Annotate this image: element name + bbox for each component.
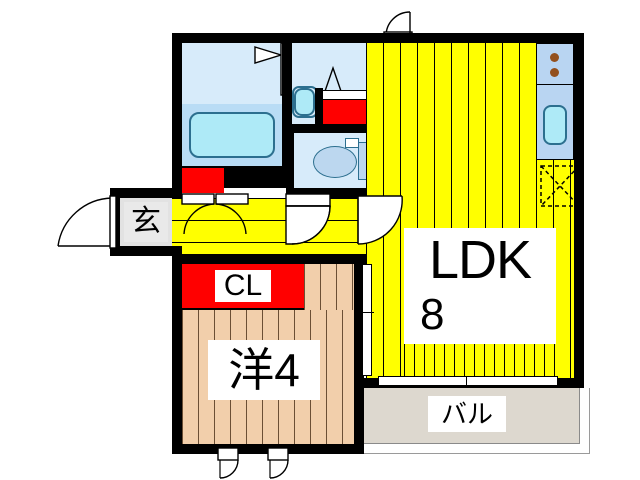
ldk-size-label: 8 — [420, 290, 445, 339]
room-label: 洋4 — [208, 340, 320, 400]
wall-left-upper — [172, 33, 182, 188]
ldk-balcony-sliding-door[interactable] — [378, 376, 558, 386]
room-floor-upper-right — [304, 264, 354, 310]
ldk-floor-lower-strip — [404, 344, 556, 376]
wall-room-left — [172, 254, 182, 454]
stove-burner-front — [550, 53, 559, 62]
toilet-lid — [345, 138, 359, 148]
corridor-floor — [172, 198, 366, 254]
wall-genkan-bottom — [110, 246, 182, 256]
wall-wc-left — [286, 133, 294, 188]
wall-bath-right — [282, 43, 292, 166]
stove-burner-back — [550, 68, 559, 77]
ldk-label-box: LDK 8 — [404, 228, 556, 344]
wall-genkan-top — [110, 188, 182, 198]
wc-door[interactable] — [285, 193, 338, 245]
ldk-balcony-door-mark — [466, 374, 467, 388]
wall-room-right — [354, 254, 364, 454]
genkan-label: 玄 — [124, 202, 168, 242]
balcony-label: バル — [428, 396, 506, 432]
wc-handbasin — [294, 88, 315, 116]
toilet-bowl — [313, 146, 357, 178]
room-window-left[interactable] — [217, 447, 252, 479]
bathtub — [189, 112, 275, 158]
wall-top-outer-2 — [172, 33, 584, 43]
wall-vanity-bottom — [292, 124, 392, 133]
ldk-label: LDK — [428, 230, 532, 290]
room-ldk-door-mark — [360, 312, 374, 313]
wall-right-outer-2 — [574, 33, 584, 388]
room-window-right[interactable] — [267, 447, 302, 479]
kitchen-sink — [543, 105, 567, 145]
entrance-door[interactable] — [54, 195, 117, 250]
ldk-door[interactable] — [356, 194, 414, 252]
counter-divider — [536, 84, 574, 85]
balcony-rail-outer — [364, 388, 590, 454]
room-ldk-sliding-door[interactable] — [362, 264, 372, 376]
washroom-door[interactable] — [181, 193, 250, 236]
washing-machine-space — [182, 168, 224, 193]
closet-label: CL — [215, 270, 271, 302]
wall-vanity-left — [315, 88, 323, 124]
